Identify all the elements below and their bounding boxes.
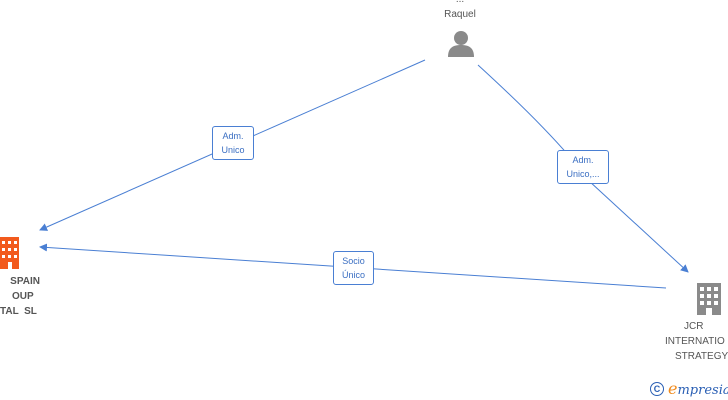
brand-rest: mpresia xyxy=(677,383,728,398)
company-right-line3: STRATEGY xyxy=(675,351,728,362)
company-left-label[interactable]: SPAIN OUP TAL SL xyxy=(0,274,40,319)
company-right-line1: JCR xyxy=(684,321,704,332)
edge-label-adm-unico-more[interactable]: Adm. Unico,... xyxy=(557,150,609,184)
person-icon[interactable] xyxy=(448,31,474,57)
edge-label-line2: Unico,... xyxy=(566,169,600,179)
edge-label-socio-unico[interactable]: Socio Único xyxy=(333,251,374,285)
edge-label-line1: Adm. xyxy=(222,131,244,141)
person-name-label[interactable]: ... Raquel xyxy=(430,0,490,22)
company-right-line2: INTERNATIO xyxy=(665,336,725,347)
edge-label-line1: Adm. xyxy=(572,155,594,165)
person-name-line1: ... xyxy=(430,0,490,7)
company-left-line2: OUP xyxy=(12,291,34,302)
company-right-label[interactable]: JCR INTERNATIO STRATEGY xyxy=(662,319,728,364)
company-left-line1: SPAIN xyxy=(10,276,40,287)
building-icon[interactable] xyxy=(697,283,721,315)
person-name-line2: Raquel xyxy=(444,9,476,20)
company-left-line3: TAL SL xyxy=(0,306,37,317)
empresia-logo: C empresia xyxy=(650,379,728,399)
edge-label-line1: Socio xyxy=(342,256,365,266)
brand-first-letter: e xyxy=(668,379,678,398)
edge-label-line2: Unico xyxy=(221,145,245,155)
edge-label-adm-unico[interactable]: Adm. Unico xyxy=(212,126,254,160)
edge-label-line2: Único xyxy=(341,270,365,280)
building-icon[interactable] xyxy=(0,237,19,269)
copyright-icon: C xyxy=(650,382,664,396)
